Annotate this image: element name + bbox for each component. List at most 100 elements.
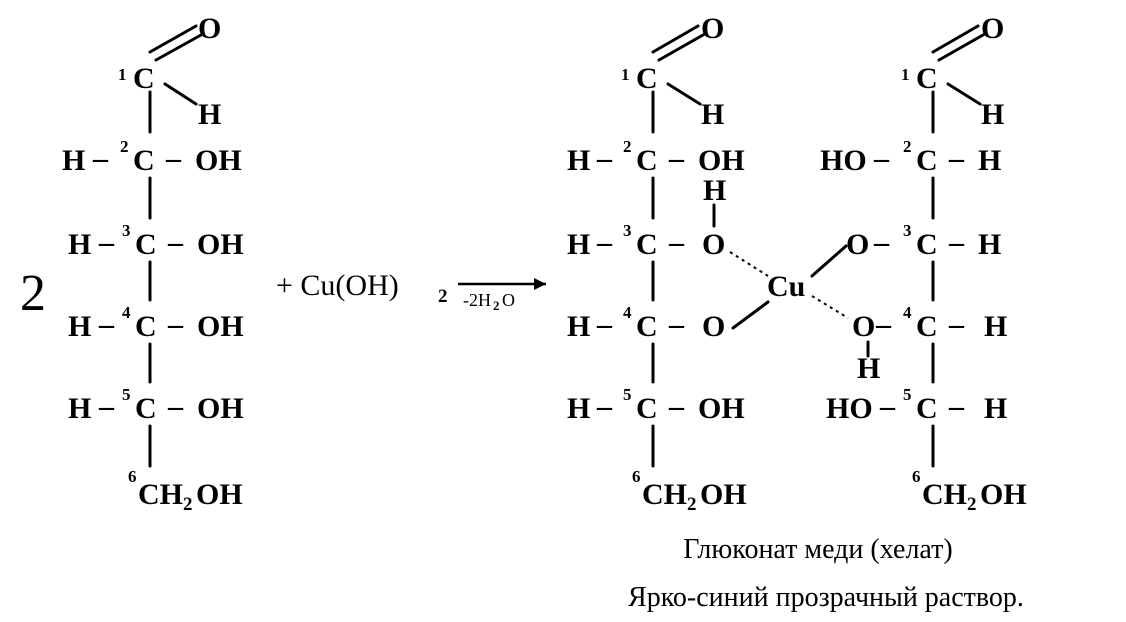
copper-center: Cu: [729, 244, 849, 330]
stoichiometric-coefficient: 2: [20, 265, 46, 322]
bond-c1-h: [666, 82, 702, 106]
carbon-4: C: [135, 310, 157, 343]
double-bond-c1-o: [148, 24, 198, 54]
oxygen-c3: O: [702, 228, 725, 261]
dash-c3-oh: –: [167, 226, 184, 259]
dash-h-c4: –: [98, 308, 115, 341]
oh-c4: OH: [197, 310, 244, 343]
copper-atom: Cu: [767, 270, 805, 303]
h-on-o3: H: [703, 174, 726, 207]
carbon-number-5: 5: [903, 385, 912, 404]
carbon-number-6: 6: [632, 467, 641, 486]
glucose-structure: 1 C O H H – 2 C – OH H – 3 C – OH H – 4 …: [62, 12, 244, 515]
ch-c6: CH: [642, 478, 687, 511]
oxygen-c3: O: [846, 228, 869, 261]
dash-c3-o: –: [668, 226, 685, 259]
h-c2: H: [567, 144, 590, 177]
carbon-1: C: [636, 62, 658, 95]
condition-label: -2H: [463, 290, 491, 310]
ch-c6: CH: [138, 478, 183, 511]
carbon-number-4: 4: [903, 303, 912, 322]
carbon-2: C: [133, 144, 155, 177]
carbon-number-1: 1: [118, 65, 127, 84]
oh-c5: OH: [698, 392, 745, 425]
oh-c6: OH: [700, 478, 747, 511]
double-bond-c1-o-second: [154, 33, 203, 62]
double-bond-c1-o-second: [657, 33, 705, 62]
h-c2: H: [62, 144, 85, 177]
oh-c5: OH: [197, 392, 244, 425]
dash-c4-h: –: [948, 308, 965, 341]
dash-h-c5: –: [98, 390, 115, 423]
carbon-number-2: 2: [903, 137, 912, 156]
dash-c4-o: –: [668, 308, 685, 341]
carbon-1: C: [133, 62, 155, 95]
dash-c5-h: –: [948, 390, 965, 423]
carbon-number-4: 4: [623, 303, 632, 322]
h-c5: H: [68, 392, 91, 425]
carbon-4: C: [916, 310, 938, 343]
hydrogen-aldehyde: H: [198, 98, 221, 131]
bond-cu-o4-left: [731, 300, 770, 330]
carbon-number-1: 1: [621, 65, 630, 84]
dash-h-c3: –: [98, 226, 115, 259]
carbon-3: C: [636, 228, 658, 261]
carbon-2: C: [636, 144, 658, 177]
reagent-label: + Cu(OH): [276, 269, 399, 302]
oxygen-c4: O: [852, 310, 875, 343]
reagent-and-arrow: + Cu(OH) 2 -2H 2 O: [276, 269, 546, 313]
dash-h-c3: –: [596, 226, 613, 259]
h-on-o4: H: [857, 352, 880, 385]
dash-o-c4: –: [875, 308, 892, 341]
h-c4: H: [68, 310, 91, 343]
dash-o-c3: –: [873, 226, 890, 259]
h-c5: H: [567, 392, 590, 425]
hydrogen-aldehyde: H: [701, 98, 724, 131]
dash-ho-c2: –: [873, 142, 890, 175]
dash-c5-oh: –: [167, 390, 184, 423]
product-left-ligand: 1 C O H H – 2 C – OH H H – 3 C – O H – 4…: [567, 12, 747, 515]
oh-c6: OH: [196, 478, 243, 511]
ho-c2: HO: [820, 144, 867, 177]
oxygen-aldehyde: O: [981, 12, 1004, 45]
dash-c3-h: –: [948, 226, 965, 259]
condition-subscript: 2: [493, 298, 500, 313]
carbon-number-1: 1: [901, 65, 910, 84]
double-bond-c1-o: [651, 24, 700, 54]
carbon-3: C: [135, 228, 157, 261]
condition-suffix: O: [502, 290, 515, 310]
carbon-2: C: [916, 144, 938, 177]
dash-h-c4: –: [596, 308, 613, 341]
reagent-subscript: 2: [438, 286, 448, 307]
h-c5: H: [984, 392, 1007, 425]
h-c3: H: [978, 228, 1001, 261]
ho-c5: HO: [826, 392, 873, 425]
bond-cu-o3-right: [810, 244, 848, 278]
carbon-number-5: 5: [122, 385, 131, 404]
carbon-number-6: 6: [912, 467, 921, 486]
carbon-number-6: 6: [128, 467, 137, 486]
hydrogen-aldehyde: H: [981, 98, 1004, 131]
ch-c6: CH: [922, 478, 967, 511]
carbon-4: C: [636, 310, 658, 343]
dash-c2-h: –: [948, 142, 965, 175]
carbon-1: C: [916, 62, 938, 95]
oxygen-c4: O: [702, 310, 725, 343]
oh-c2: OH: [195, 144, 242, 177]
solution-description-caption: Ярко-синий прозрачный раствор.: [628, 582, 1024, 613]
bond-c1-h: [946, 82, 982, 106]
h-c2: H: [978, 144, 1001, 177]
oxygen-aldehyde: O: [198, 12, 221, 45]
dash-h-c2: –: [596, 142, 613, 175]
ch2-subscript: 2: [967, 494, 977, 515]
h-c4: H: [567, 310, 590, 343]
carbon-3: C: [916, 228, 938, 261]
product-right-ligand: 1 C O H HO – 2 C – H O – 3 C – H O – 4 C…: [820, 12, 1027, 515]
dash-c4-oh: –: [167, 308, 184, 341]
oh-c2: OH: [698, 144, 745, 177]
coordinate-bond-o3-cu: [729, 251, 769, 277]
carbon-5: C: [636, 392, 658, 425]
dash-c5-oh: –: [668, 390, 685, 423]
carbon-number-2: 2: [120, 137, 129, 156]
